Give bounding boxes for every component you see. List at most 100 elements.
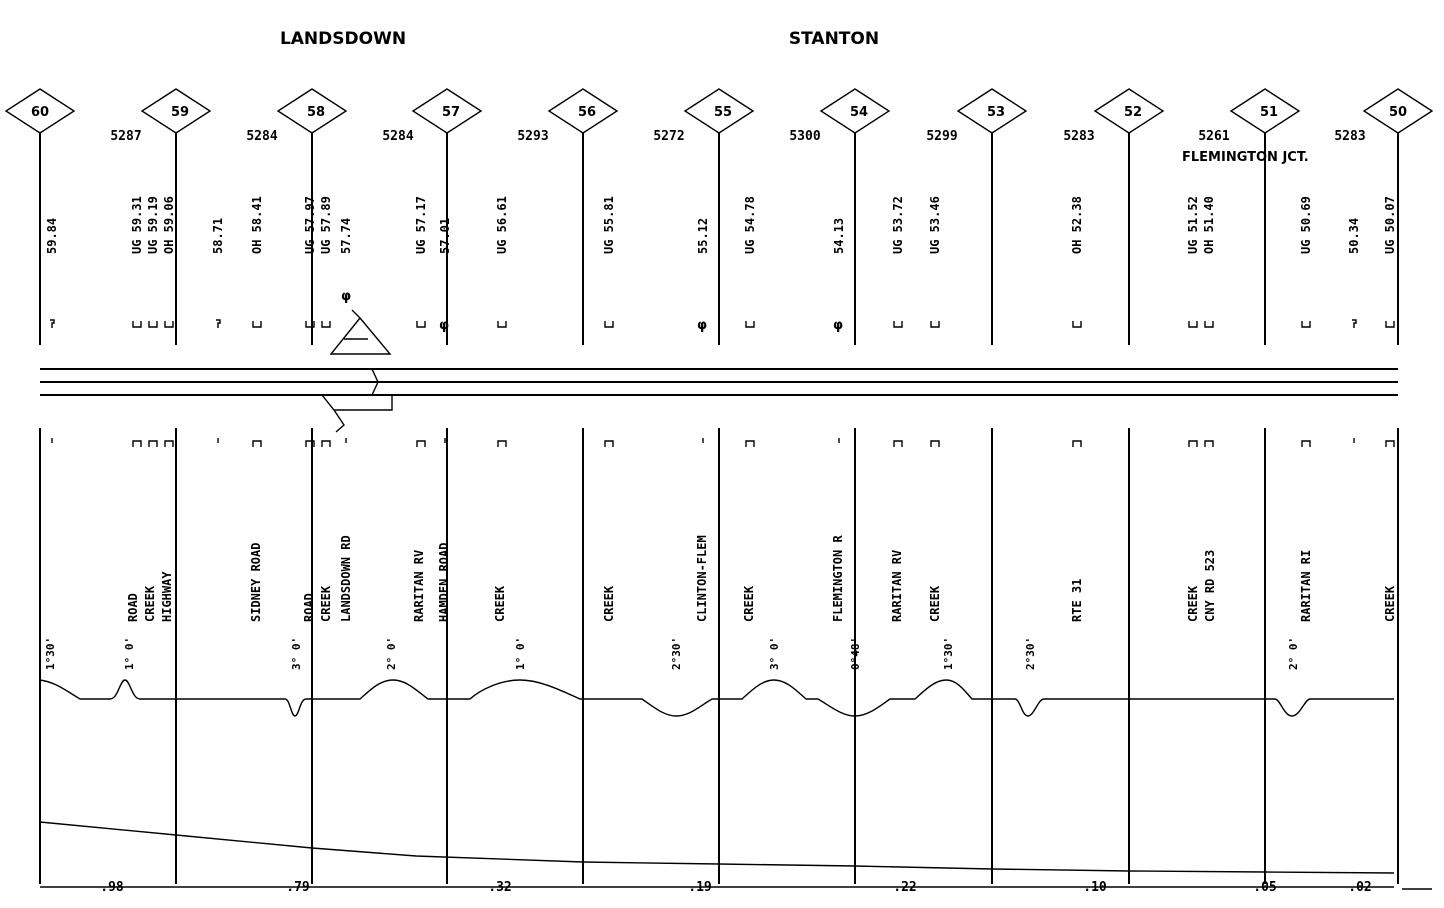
structure-bracket-icon: [1188, 321, 1198, 328]
structure-mileage: UG 50.69: [1299, 196, 1313, 254]
segment-code: 5293: [517, 129, 548, 144]
milepost-53: 53: [956, 88, 1028, 884]
milepost-52: 52: [1093, 88, 1165, 884]
feature-name: ROAD: [302, 593, 316, 622]
structure-bracket-icon: [305, 440, 315, 447]
feature-name: CREEK: [1383, 585, 1397, 622]
location-title: STANTON: [789, 29, 879, 49]
structure-bracket-icon: [930, 321, 940, 328]
signal-symbols: φ φ φ φ: [341, 289, 843, 333]
structure-mileage: UG 51.52: [1186, 196, 1200, 254]
location-titles: LANDSDOWN STANTON: [280, 29, 879, 49]
curve-degree: 1°30': [942, 637, 955, 670]
structure-mileage: UG 59.31: [130, 196, 144, 254]
segment-code: 5299: [926, 129, 957, 144]
feature-name: RARITAN RV: [412, 550, 426, 622]
signal-icon: φ: [833, 318, 843, 333]
milepost-51: 51: [1229, 88, 1301, 884]
structure-symbols-lower: [51, 438, 1395, 447]
curve-degree: 3° 0': [290, 637, 303, 670]
structure-mileage: 55.12: [696, 218, 710, 254]
structure-bracket-icon: [132, 440, 142, 447]
milepost-label: 51: [1260, 105, 1278, 120]
curve-degree: 2°30': [670, 637, 683, 670]
milepost-label: 54: [850, 105, 868, 120]
curve-degree: 1° 0': [123, 637, 136, 670]
milepost-label: 52: [1124, 105, 1142, 120]
feature-name: CREEK: [928, 585, 942, 622]
structure-bracket-icon: [497, 440, 507, 447]
structure-bracket-icon: [148, 440, 158, 447]
structure-mileage: OH 59.06: [162, 196, 176, 254]
milepost-55: 55: [683, 88, 755, 884]
segment-code: 5284: [382, 129, 413, 144]
structure-bracket-icon: [745, 440, 755, 447]
station-note: FLEMINGTON JCT.: [1182, 150, 1309, 165]
signal-icon: φ: [341, 289, 351, 304]
track-lines: [40, 368, 1398, 396]
feature-name: CREEK: [143, 585, 157, 622]
structure-bracket-icon: [164, 440, 174, 447]
structure-bracket-icon: [745, 321, 755, 328]
curvature-profile: [39, 679, 1394, 717]
feature-name: CREEK: [602, 585, 616, 622]
segment-code: 5300: [789, 129, 820, 144]
milepost-label: 58: [307, 105, 325, 120]
structure-bracket-icon: [252, 321, 262, 328]
segment-code: 5284: [246, 129, 277, 144]
milepost-50: 50: [1362, 88, 1434, 884]
curve-degree: 2°30': [1024, 637, 1037, 670]
flag-icon: [216, 319, 221, 328]
grade-value: .19: [688, 880, 711, 895]
feature-name: ROAD: [126, 593, 140, 622]
curve-degree: 3° 0': [768, 637, 781, 670]
milepost-label: 56: [578, 105, 596, 120]
milepost-57: 57: [411, 88, 483, 884]
grade-value: .02: [1348, 880, 1371, 895]
structure-mileage: UG 59.19: [146, 196, 160, 254]
location-title: LANDSDOWN: [280, 29, 406, 49]
structure-bracket-icon: [1301, 440, 1311, 447]
segment-code: 5272: [653, 129, 684, 144]
milepost-59: 59: [140, 88, 212, 884]
structure-bracket-icon: [321, 440, 331, 447]
structure-bracket-icon: [1385, 440, 1395, 447]
structure-bracket-icon: [321, 321, 331, 328]
structure-mileage: UG 54.78: [743, 196, 757, 254]
feature-name: CLINTON-FLEM: [695, 535, 709, 622]
structure-mileage: UG 56.61: [495, 196, 509, 254]
milepost-56: 56: [547, 88, 619, 884]
structure-mileage: 50.34: [1347, 218, 1361, 254]
segment-code: 5283: [1334, 129, 1365, 144]
grade-values: .98.79.32.19.22.10.05.02: [100, 880, 1371, 895]
grade-value: .98: [100, 880, 124, 895]
feature-name: LANDSDOWN RD: [339, 535, 353, 622]
milepost-label: 57: [442, 105, 460, 120]
structure-mileage: UG 50.07: [1383, 196, 1397, 254]
flag-icon: [50, 319, 55, 328]
structure-bracket-icon: [416, 440, 426, 447]
structure-bracket-icon: [305, 321, 315, 328]
structure-mileage: 59.84: [45, 218, 59, 254]
milepost-label: 50: [1389, 105, 1407, 120]
curve-degree: 2° 0': [385, 637, 398, 670]
structure-mileage: UG 57.89: [319, 196, 333, 254]
feature-name: FLEMINGTON R: [831, 535, 845, 622]
flag-icon: [1352, 319, 1357, 328]
curve-degree: 2° 0': [1287, 637, 1300, 670]
structure-bracket-icon: [893, 440, 903, 447]
structure-bracket-icon: [132, 321, 142, 328]
feature-name: CREEK: [742, 585, 756, 622]
structure-mileage: UG 57.17: [414, 196, 428, 254]
structure-mileage: 57.74: [339, 218, 353, 254]
structure-mileage: UG 57.97: [303, 196, 317, 254]
structure-bracket-icon: [497, 321, 507, 328]
structure-bracket-icon: [252, 440, 262, 447]
milepost-label: 53: [987, 105, 1005, 120]
structure-mileage: 57.01: [438, 218, 452, 254]
